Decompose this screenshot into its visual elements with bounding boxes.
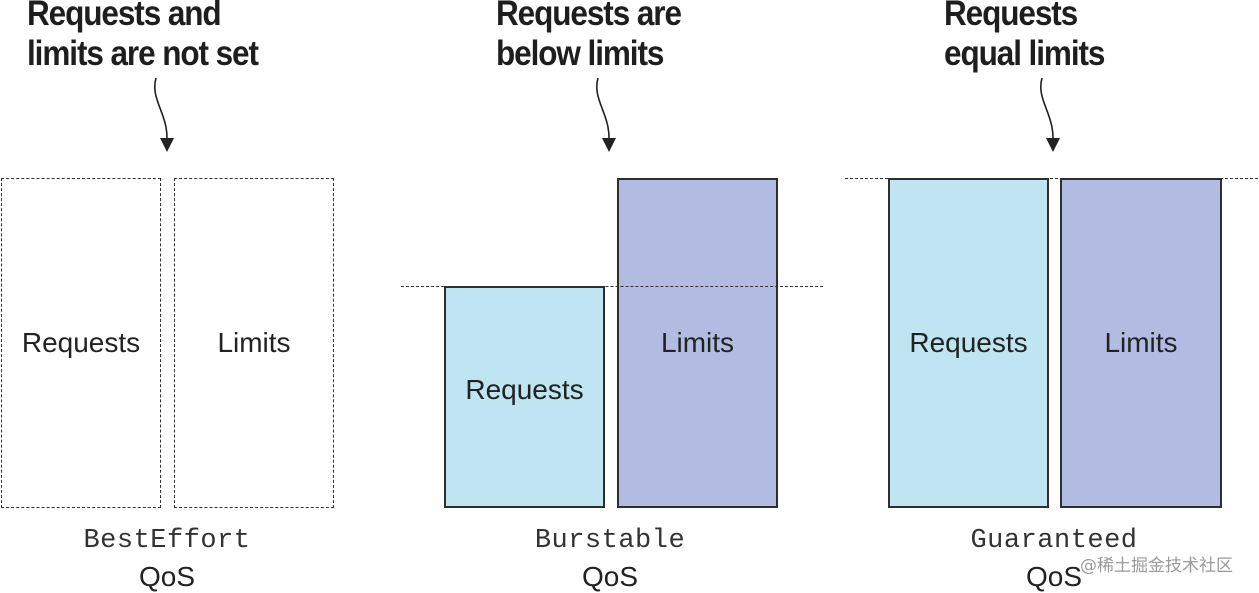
- heading-guaranteed: Requests equal limits: [944, 0, 1105, 74]
- requests-box-besteffort: Requests: [1, 178, 161, 508]
- heading-line: Requests: [944, 0, 1078, 33]
- heading-line: limits are not set: [27, 34, 259, 73]
- qos-word-burstable: QoS: [581, 561, 639, 592]
- qos-class-burstable: Burstable: [534, 526, 686, 556]
- limits-box-burstable: Limits: [617, 178, 778, 508]
- limit-level-line: [845, 178, 1258, 179]
- heading-besteffort: Requests and limits are not set: [27, 0, 259, 74]
- qos-class-guaranteed: Guaranteed: [970, 526, 1138, 556]
- arrow-down-icon: [1040, 77, 1060, 152]
- qos-word-besteffort: QoS: [138, 561, 196, 592]
- qos-word-guaranteed: QoS: [1025, 561, 1083, 592]
- arrow-down-icon: [154, 77, 174, 152]
- heading-line: Requests and: [27, 0, 222, 33]
- requests-level-line: [401, 286, 823, 287]
- qos-class-besteffort: BestEffort: [83, 526, 251, 556]
- heading-line: Requests are: [496, 0, 682, 33]
- requests-label: Requests: [909, 327, 1028, 358]
- limits-box-besteffort: Limits: [174, 178, 334, 508]
- requests-label: Requests: [21, 327, 141, 358]
- watermark: @稀土掘金技术社区: [1080, 556, 1233, 576]
- requests-label: Requests: [465, 374, 584, 405]
- heading-line: below limits: [496, 34, 664, 73]
- heading-burstable: Requests are below limits: [496, 0, 682, 74]
- requests-box-burstable: Requests: [444, 286, 605, 508]
- heading-line: equal limits: [944, 34, 1105, 73]
- requests-box-guaranteed: Requests: [888, 178, 1049, 508]
- limits-label: Limits: [660, 327, 735, 358]
- arrow-down-icon: [596, 77, 616, 152]
- limits-box-guaranteed: Limits: [1060, 178, 1222, 508]
- limits-label: Limits: [1104, 327, 1178, 358]
- limits-label: Limits: [217, 327, 291, 358]
